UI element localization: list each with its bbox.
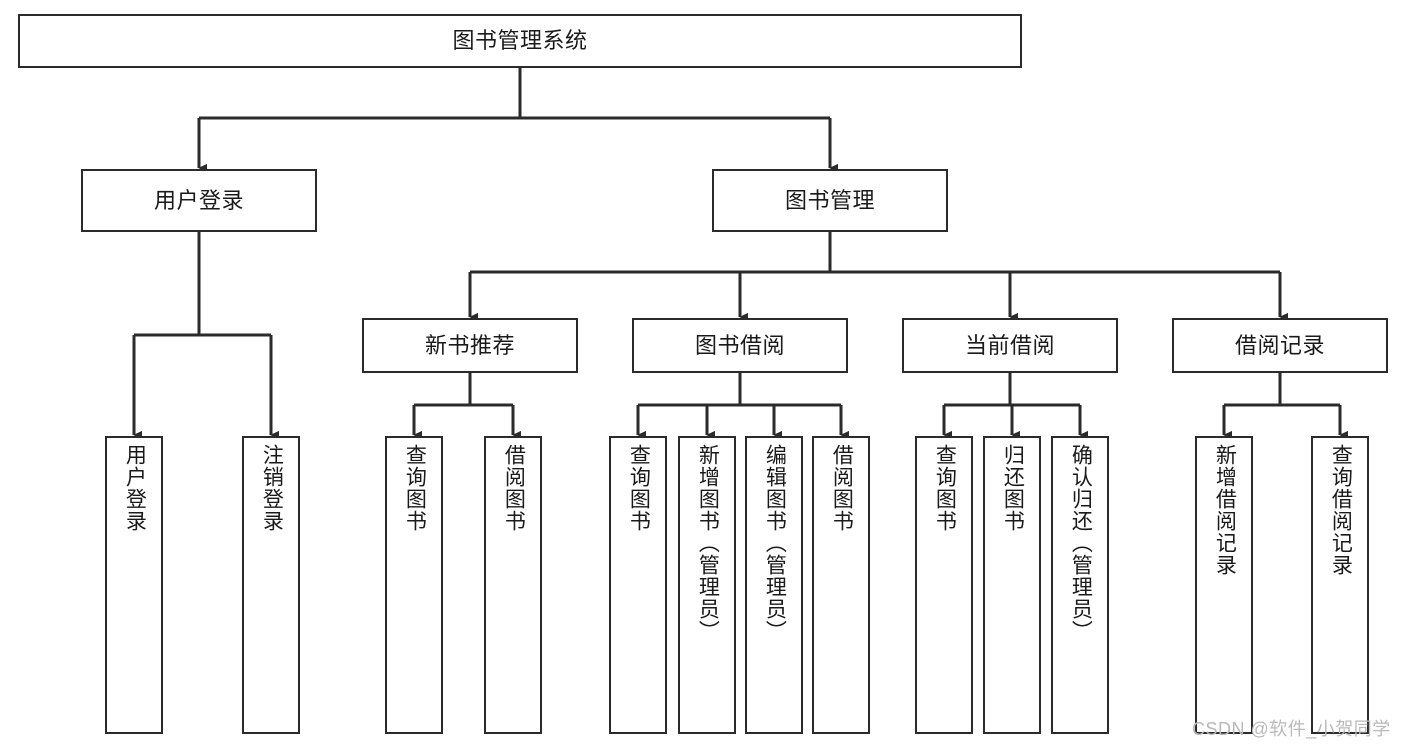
watermark: CSDN @软件_小贺同学 xyxy=(1192,719,1391,739)
node-label: 用户登录 xyxy=(153,187,244,213)
node-level3-3[interactable]: 借阅记录 xyxy=(1172,318,1388,373)
node-label: 确认归还（管理员） xyxy=(1069,444,1093,642)
node-level2-0[interactable]: 用户登录 xyxy=(81,169,317,232)
node-leaf-0[interactable]: 用户登录 xyxy=(105,436,163,734)
node-leaf-10[interactable]: 确认归还（管理员） xyxy=(1051,436,1109,734)
node-label: 借阅记录 xyxy=(1234,332,1325,358)
node-leaf-4[interactable]: 查询图书 xyxy=(609,436,667,734)
node-label: 借阅图书 xyxy=(502,444,526,532)
node-leaf-3[interactable]: 借阅图书 xyxy=(484,436,542,734)
node-level3-1[interactable]: 图书借阅 xyxy=(632,318,848,373)
node-leaf-6[interactable]: 编辑图书（管理员） xyxy=(745,436,803,734)
node-label: 当前借阅 xyxy=(964,332,1055,358)
node-level3-2[interactable]: 当前借阅 xyxy=(902,318,1118,373)
connector-group xyxy=(132,68,1349,440)
node-leaf-2[interactable]: 查询图书 xyxy=(385,436,443,734)
node-leaf-7[interactable]: 借阅图书 xyxy=(812,436,870,734)
node-leaf-5[interactable]: 新增图书（管理员） xyxy=(678,436,736,734)
node-leaf-12[interactable]: 查询借阅记录 xyxy=(1311,436,1369,734)
node-leaf-9[interactable]: 归还图书 xyxy=(983,436,1041,734)
node-label: 图书管理系统 xyxy=(452,28,588,54)
node-label: 注销登录 xyxy=(260,444,284,532)
node-label: 查询图书 xyxy=(403,444,427,532)
node-level2-1[interactable]: 图书管理 xyxy=(712,169,948,232)
node-label: 图书借阅 xyxy=(694,332,785,358)
node-label: 查询图书 xyxy=(627,444,651,532)
node-label: 借阅图书 xyxy=(830,444,854,532)
node-label: 查询图书 xyxy=(933,444,957,532)
node-label: 新书推荐 xyxy=(424,332,515,358)
node-label: 图书管理 xyxy=(784,187,875,213)
node-label: 新增借阅记录 xyxy=(1213,444,1237,576)
node-label: 新增图书（管理员） xyxy=(696,444,720,642)
node-leaf-8[interactable]: 查询图书 xyxy=(915,436,973,734)
node-leaf-1[interactable]: 注销登录 xyxy=(242,436,300,734)
node-label: 编辑图书（管理员） xyxy=(763,444,787,642)
node-label: 归还图书 xyxy=(1001,444,1025,532)
node-leaf-11[interactable]: 新增借阅记录 xyxy=(1195,436,1253,734)
node-label: 用户登录 xyxy=(123,444,147,532)
node-root[interactable]: 图书管理系统 xyxy=(18,14,1022,68)
node-level3-0[interactable]: 新书推荐 xyxy=(362,318,578,373)
node-label: 查询借阅记录 xyxy=(1329,444,1353,576)
